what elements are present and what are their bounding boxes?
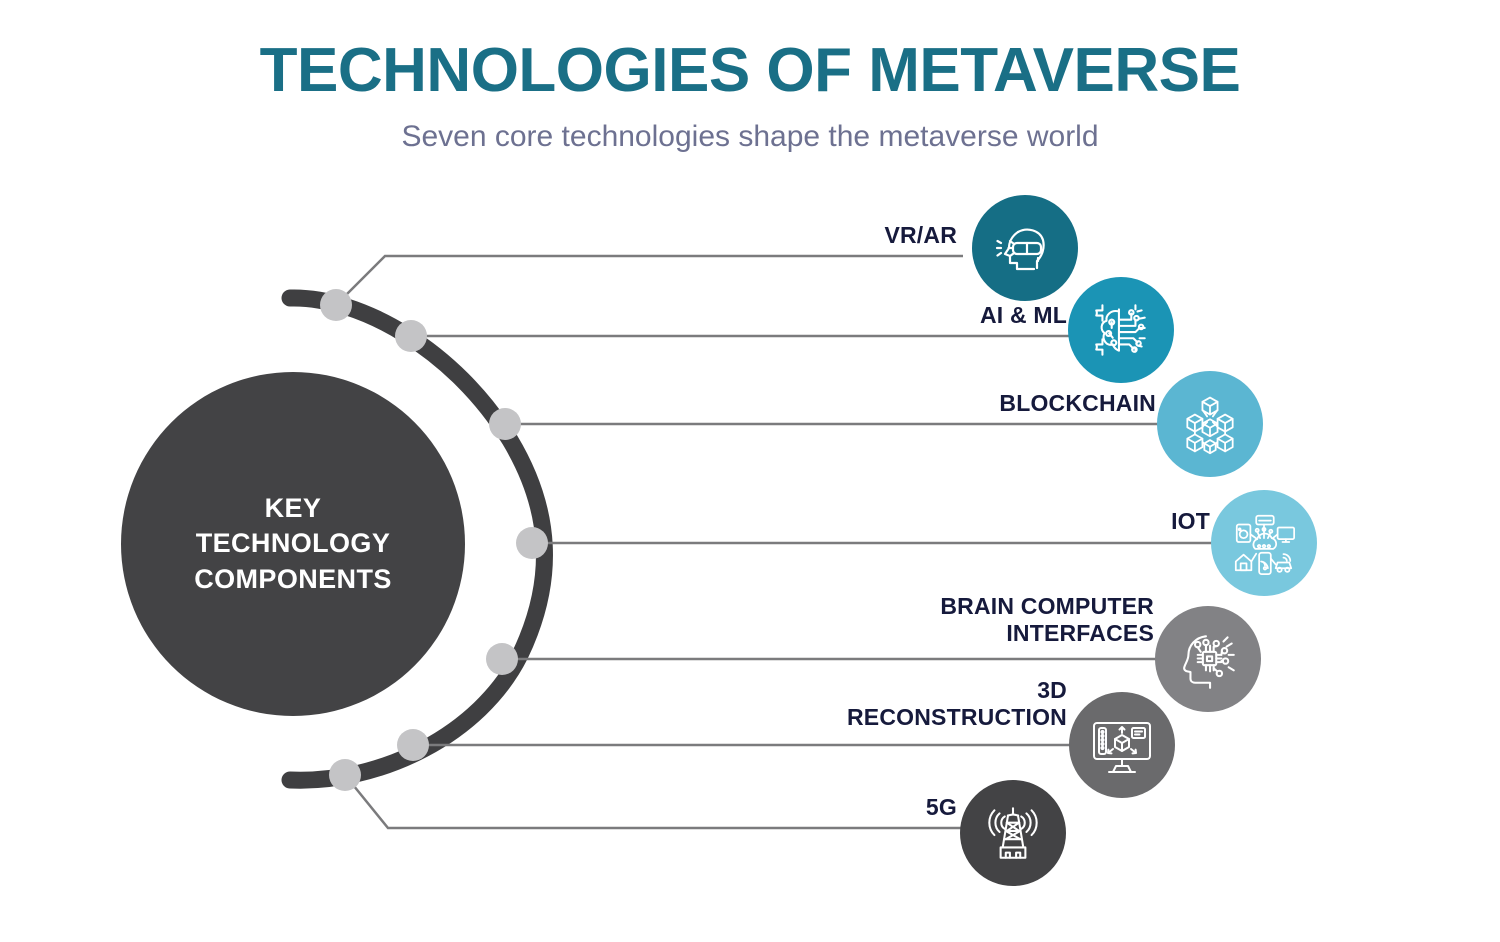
central-hub: KEY TECHNOLOGY COMPONENTS — [121, 372, 465, 716]
node-circle-3d-reconstruction[interactable] — [1069, 692, 1175, 798]
5g-tower-icon — [980, 800, 1046, 866]
arc-dot-3d-reconstruction — [397, 729, 429, 761]
node-circle-5g[interactable] — [960, 780, 1066, 886]
arc-dot-vr-ar — [320, 289, 352, 321]
arc-dot-5g — [329, 759, 361, 791]
node-label-3d-reconstruction: 3D RECONSTRUCTION — [846, 677, 1067, 730]
connector-line-vr-ar — [335, 254, 963, 306]
node-circle-iot[interactable] — [1211, 490, 1317, 596]
vr-headset-icon — [993, 216, 1057, 280]
node-label-brain-computer-interfaces: BRAIN COMPUTER INTERFACES — [940, 593, 1154, 646]
brain-computer-interface-icon — [1175, 626, 1241, 692]
iot-network-icon — [1229, 508, 1299, 578]
arc-dot-ai-ml — [395, 320, 427, 352]
node-label-vr-ar: VR/AR — [884, 222, 957, 248]
ai-brain-chip-icon — [1088, 297, 1154, 363]
node-circle-brain-computer-interfaces[interactable] — [1155, 606, 1261, 712]
arc-dot-iot — [516, 527, 548, 559]
node-circle-ai-ml[interactable] — [1068, 277, 1174, 383]
node-label-iot: IOT — [1171, 508, 1210, 534]
node-label-5g: 5G — [925, 794, 957, 820]
blockchain-cubes-icon — [1176, 390, 1244, 458]
arc-dot-blockchain — [489, 408, 521, 440]
3d-reconstruction-monitor-icon — [1088, 711, 1156, 779]
node-circle-blockchain[interactable] — [1157, 371, 1263, 477]
node-label-blockchain: BLOCKCHAIN — [999, 390, 1156, 416]
arc-dot-brain-computer-interfaces — [486, 643, 518, 675]
central-hub-label: KEY TECHNOLOGY COMPONENTS — [194, 492, 392, 594]
node-circle-vr-ar[interactable] — [972, 195, 1078, 301]
connector-line-5g — [344, 774, 963, 830]
node-label-ai-ml: AI & ML — [980, 302, 1067, 328]
